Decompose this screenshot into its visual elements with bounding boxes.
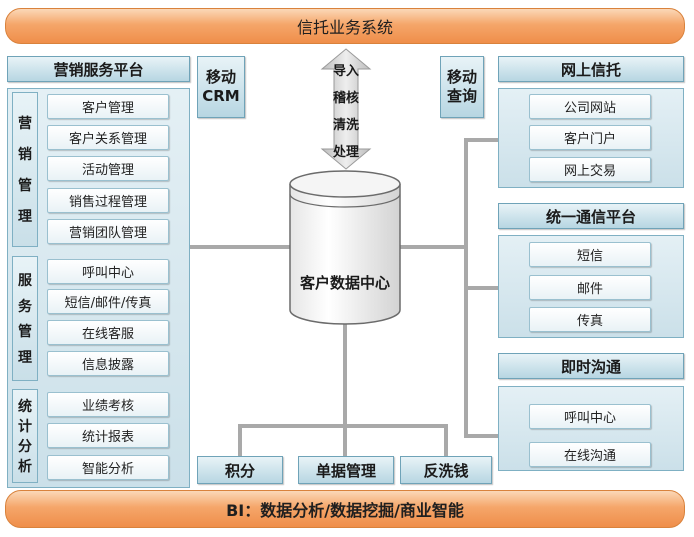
connector-right-bottom — [464, 434, 498, 438]
connector-center-down — [343, 318, 347, 426]
database-cylinder-icon — [289, 170, 401, 325]
group-label-marketing-management: 营 销 管 理 — [12, 92, 38, 247]
document-management-box[interactable]: 单据管理 — [298, 456, 394, 484]
marketing-platform-title: 营销服务平台 — [53, 60, 144, 79]
fax-button[interactable]: 传真 — [529, 307, 651, 332]
item-crm[interactable]: 客户关系管理 — [47, 125, 169, 150]
connector-bottom-3 — [444, 424, 448, 456]
online-trust-header: 网上信托 — [498, 56, 684, 82]
call-center-button[interactable]: 呼叫中心 — [529, 404, 651, 429]
anti-money-laundering-box[interactable]: 反洗钱 — [400, 456, 492, 484]
sms-button[interactable]: 短信 — [529, 242, 651, 267]
customer-data-center-label: 客户数据中心 — [299, 274, 390, 292]
bi-bar: BI：数据分析/数据挖掘/商业智能 — [5, 490, 685, 528]
item-online-service[interactable]: 在线客服 — [47, 320, 169, 345]
item-sales-process[interactable]: 销售过程管理 — [47, 188, 169, 213]
double-arrow-icon — [320, 48, 372, 170]
item-intelligent-analysis[interactable]: 智能分析 — [47, 455, 169, 480]
points-box[interactable]: 积分 — [197, 456, 283, 484]
connector-right-top — [464, 138, 498, 142]
online-trading-button[interactable]: 网上交易 — [529, 157, 651, 182]
customer-portal-button[interactable]: 客户门户 — [529, 125, 651, 150]
item-customer-management[interactable]: 客户管理 — [47, 94, 169, 119]
top-bar-label: 信托业务系统 — [296, 18, 393, 37]
connector-bottom-2 — [343, 424, 347, 456]
item-call-center[interactable]: 呼叫中心 — [47, 259, 169, 284]
item-performance[interactable]: 业绩考核 — [47, 392, 169, 417]
group-label-service-management: 服 务 管 理 — [12, 256, 38, 381]
marketing-platform-header: 营销服务平台 — [7, 56, 190, 82]
connector-left — [190, 245, 290, 249]
item-reports[interactable]: 统计报表 — [47, 423, 169, 448]
item-activity-management[interactable]: 活动管理 — [47, 156, 169, 181]
connector-bottom-1 — [238, 424, 242, 456]
mobile-crm-box[interactable]: 移动 CRM — [197, 56, 245, 118]
unified-communication-header: 统一通信平台 — [498, 203, 684, 229]
item-disclosure[interactable]: 信息披露 — [47, 351, 169, 376]
bottom-bar-label: BI：数据分析/数据挖掘/商业智能 — [226, 501, 464, 520]
online-chat-button[interactable]: 在线沟通 — [529, 442, 651, 467]
connector-right-middle — [464, 286, 498, 290]
arrow-text: 导入 稽核 清洗 处理 — [332, 64, 359, 160]
item-sms-email-fax[interactable]: 短信/邮件/传真 — [47, 289, 169, 314]
instant-communication-header: 即时沟通 — [498, 353, 684, 379]
company-website-button[interactable]: 公司网站 — [529, 94, 651, 119]
email-button[interactable]: 邮件 — [529, 275, 651, 300]
trust-business-system-bar: 信托业务系统 — [5, 8, 685, 44]
group-label-statistics: 统 计 分 析 — [12, 389, 38, 483]
mobile-query-box[interactable]: 移动 查询 — [440, 56, 484, 118]
connector-right-main — [400, 245, 468, 249]
item-sales-team[interactable]: 营销团队管理 — [47, 219, 169, 244]
